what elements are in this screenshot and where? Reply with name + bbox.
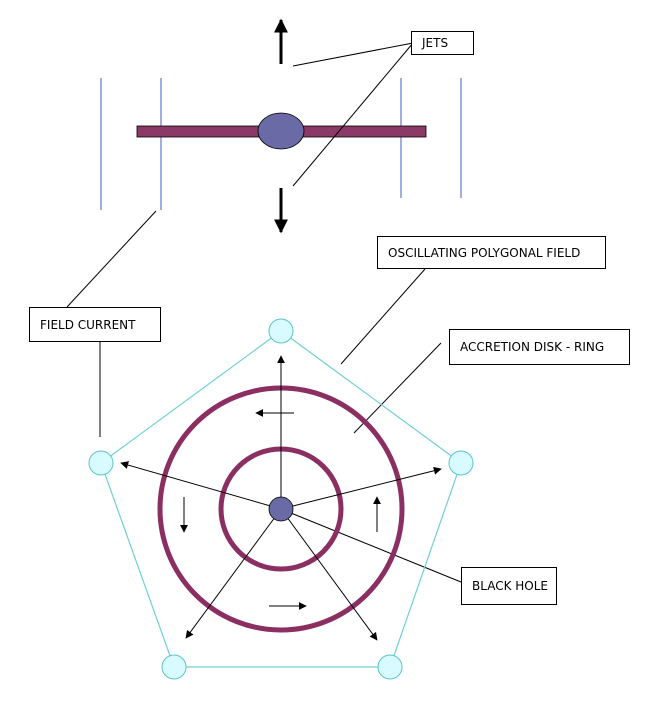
jets-label: JETS: [411, 31, 474, 55]
field-node: [377, 654, 403, 680]
oscillating-field-leader: [340, 268, 426, 365]
radial-arrow: [280, 466, 442, 510]
field-current-label: FIELD CURRENT: [29, 307, 161, 342]
field-node: [448, 450, 474, 476]
field-current-label-text: FIELD CURRENT: [40, 317, 136, 332]
callout-lines: [66, 42, 462, 583]
radial-arrow: [185, 508, 282, 639]
black-hole-label: BLACK HOLE: [461, 567, 557, 605]
jets-leader-upper: [292, 42, 414, 67]
jets-label-text: JETS: [422, 36, 449, 50]
field-node: [88, 450, 114, 476]
oscillating-field-label-text: OSCILLATING POLYGONAL FIELD: [388, 245, 581, 260]
field-node: [161, 654, 187, 680]
black-hole-label-text: BLACK HOLE: [472, 579, 548, 593]
accretion-disk-label: ACCRETION DISK - RING: [449, 329, 630, 365]
field-current-leader-top: [66, 210, 157, 308]
oscillating-polygonal-field: [100, 330, 462, 668]
oscillating-field-label: OSCILLATING POLYGONAL FIELD: [377, 236, 606, 269]
field-node: [268, 318, 294, 344]
black-hole: [268, 496, 294, 522]
black-hole-leader: [280, 508, 462, 583]
black-hole-side-view: [257, 112, 305, 150]
accretion-disk-leader: [353, 342, 442, 434]
top-view: [88, 318, 474, 680]
accretion-disk-label-text: ACCRETION DISK - RING: [460, 340, 605, 354]
radial-arrow: [280, 508, 378, 641]
radial-arrow: [120, 461, 282, 510]
jets-leader-lower: [292, 42, 414, 187]
side-view: [100, 18, 462, 234]
